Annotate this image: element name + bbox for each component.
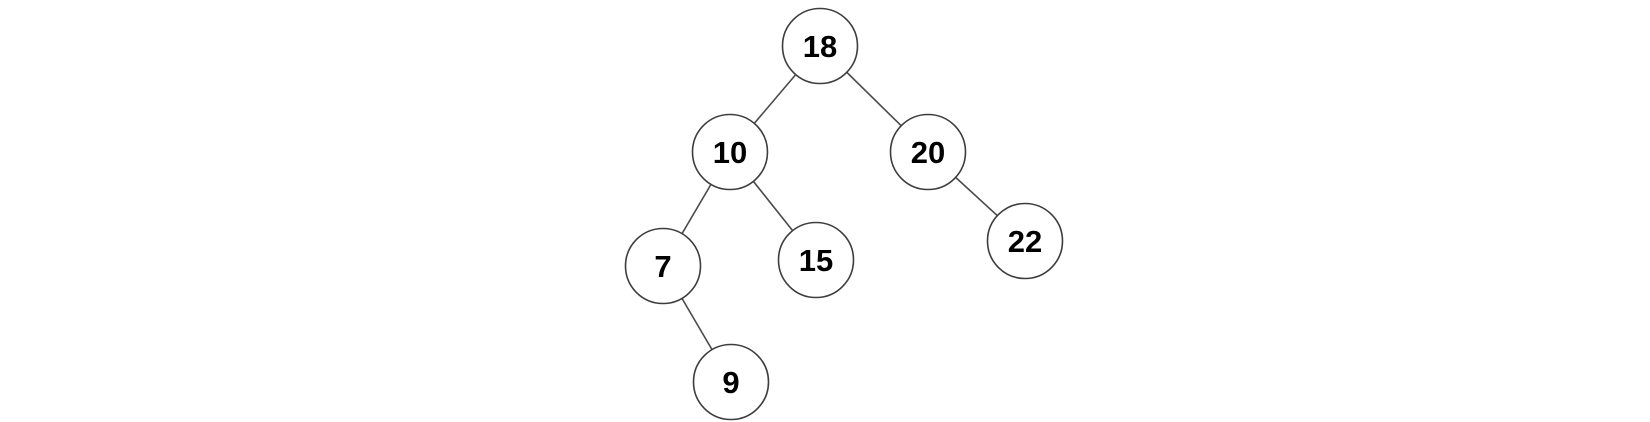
node-value-22: 22	[1008, 224, 1042, 259]
node-circle-15	[777, 221, 855, 299]
tree-node-20: 20	[889, 113, 967, 191]
node-circle-10	[691, 113, 769, 191]
tree-node-10: 10	[691, 113, 769, 191]
node-circle-9	[692, 343, 770, 421]
node-value-10: 10	[713, 135, 747, 170]
node-circle-7	[624, 227, 702, 305]
tree-node-9: 9	[692, 343, 770, 421]
node-value-20: 20	[911, 135, 945, 170]
tree-node-15: 15	[777, 221, 855, 299]
node-circle-20	[889, 113, 967, 191]
tree-node-22: 22	[986, 202, 1064, 280]
node-value-15: 15	[799, 243, 833, 278]
tree-node-7: 7	[624, 227, 702, 305]
node-value-9: 9	[722, 365, 739, 400]
node-value-7: 7	[654, 249, 671, 284]
node-circle-22	[986, 202, 1064, 280]
node-value-18: 18	[803, 29, 837, 64]
node-circle-18	[781, 7, 859, 85]
tree-node-18: 18	[781, 7, 859, 85]
